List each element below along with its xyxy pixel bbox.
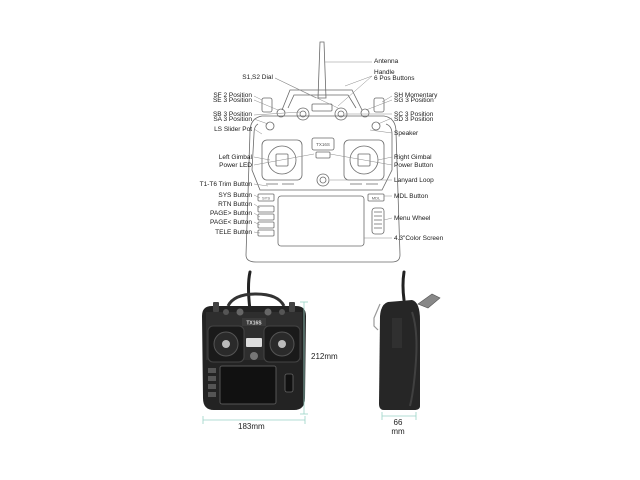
side-photo-antenna [401,270,406,302]
sf-switch-drawing [261,97,273,113]
label-sc-3-position: SC 3 Position [394,111,434,118]
brand-panel-text: TX16S [316,142,330,147]
label-antenna: Antenna [374,58,399,65]
sys-panel-text: SYS [262,196,270,201]
label-six-pos-buttons: 6 Pos Buttons [374,75,415,82]
lanyard-loop-drawing [316,173,330,187]
label-menu-wheel: Menu Wheel [394,215,431,222]
front-photo: TX16S [202,270,306,410]
body-outline [245,115,401,263]
label-handle: Handle [374,69,395,76]
width-dimension-label: 183mm [238,422,265,431]
sh-switch-drawing [373,97,385,113]
label-color-screen: 4.3"Color Screen [394,235,444,242]
depth-dimension-value: 66 [393,418,403,427]
label-left-gimbal: Left Gimbal [218,154,252,161]
label-sd-3-position: SD 3 Position [394,116,434,123]
front-photo-screen [219,365,277,405]
label-se-3-position: SE 3 Position [212,97,252,104]
label-sa-3-position: SA 3 Position [213,116,252,123]
mdl-panel-text: MDL [372,196,381,201]
antenna-drawing [317,41,327,99]
front-line-drawing [245,41,401,263]
front-photo-antenna [247,270,252,312]
sys-button-drawing [257,193,275,202]
label-speaker: Speaker [394,130,419,137]
label-sb-3-position: SB 3 Position [212,111,252,118]
label-power-led: Power LED [219,162,252,169]
label-sys-button: SYS Button [218,192,252,199]
menu-wheel-drawing [371,207,385,235]
mdl-button-drawing [367,193,385,202]
label-tele-button: TELE Button [215,229,252,236]
label-page-next-button: PAGE> Button [210,210,252,217]
label-power-button: Power Button [394,162,434,169]
label-lanyard-loop: Lanyard Loop [394,177,434,184]
dimension-lines [202,301,417,424]
side-photo [373,270,441,410]
label-sf-2-position: SF 2 Position [213,92,252,99]
label-right-gimbal: Right Gimbal [394,154,432,161]
screen-drawing [277,195,365,247]
label-sg-3-position: SG 3 Position [394,97,434,104]
label-sh-momentary: SH Momentary [394,92,438,99]
label-s1s2-dial: S1,S2 Dial [242,74,273,81]
label-rtn-button: RTN Button [218,201,252,208]
height-dimension-label: 212mm [311,352,338,361]
side-photo-body [379,300,420,410]
handle-drawing [281,89,363,111]
depth-dimension-unit: mm [391,427,405,436]
label-ls-slider-pot: LS Slider Pot [214,126,252,133]
side-photo-handle [417,293,441,309]
label-page-prev-button: PAGE< Button [210,219,252,226]
s1-dial-drawing [296,107,310,121]
leader-lines [253,61,393,239]
label-mdl-button: MDL Button [394,193,429,200]
front-photo-brand-text: TX16S [246,321,262,327]
left-gimbal-drawing [261,139,303,181]
label-trim-button: T1-T6 Trim Button [199,181,252,188]
